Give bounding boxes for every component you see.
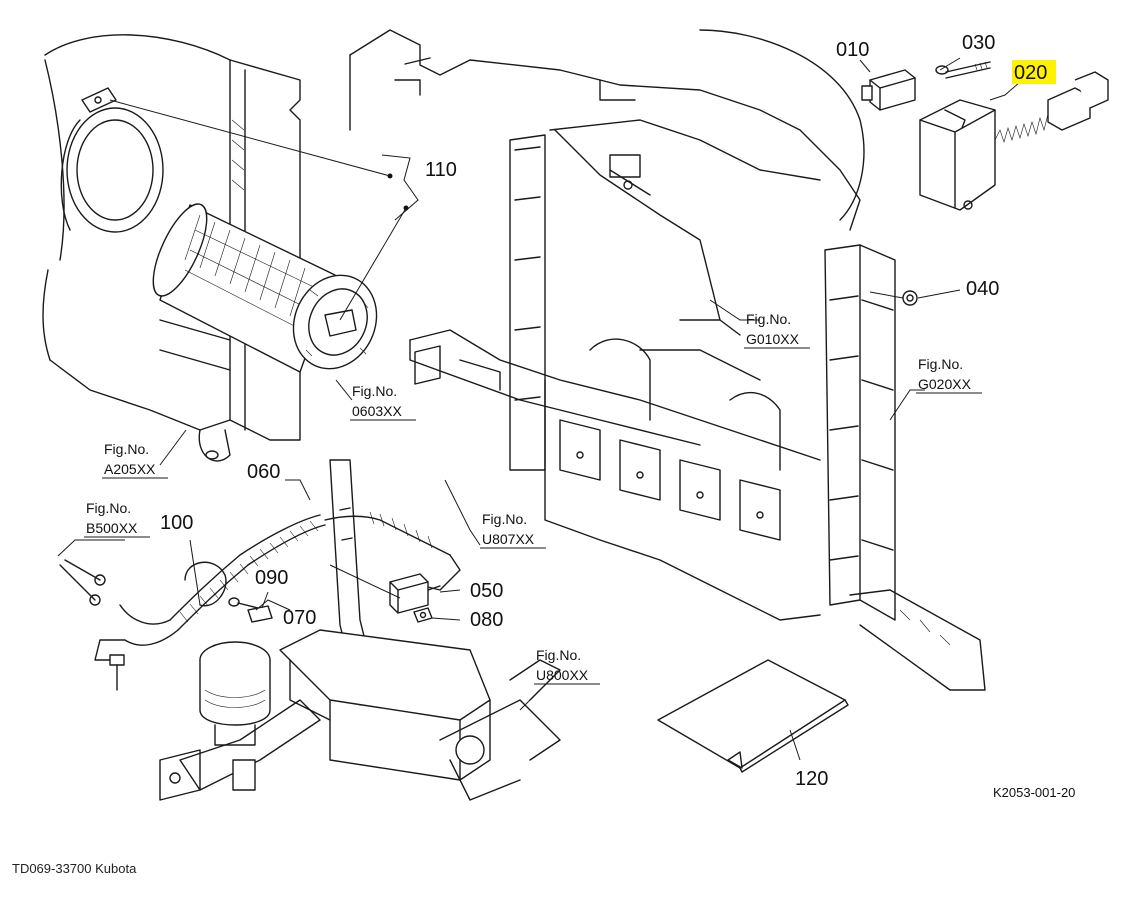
part-120-manual <box>657 659 849 773</box>
part-090-bolt <box>228 597 259 609</box>
figref-b500: Fig.No. B500XX <box>84 500 150 538</box>
svg-text:G010XX: G010XX <box>746 331 800 347</box>
part-070-plate <box>247 605 273 623</box>
part-020-controller <box>919 71 1109 211</box>
callout-040: 040 <box>966 278 999 300</box>
part-010-switch <box>861 69 916 111</box>
part-050-switch <box>389 573 441 614</box>
callout-060: 060 <box>247 461 280 483</box>
footer-caption: TD069-33700 Kubota <box>12 861 137 876</box>
pedal-assembly <box>159 459 561 801</box>
air-cleaner-housing <box>42 34 301 462</box>
svg-text:U800XX: U800XX <box>536 667 589 683</box>
callout-110: 110 <box>425 159 457 181</box>
callout-090: 090 <box>255 567 288 589</box>
figref-g010: Fig.No. G010XX <box>744 311 810 349</box>
callout-030: 030 <box>962 32 995 54</box>
svg-text:G020XX: G020XX <box>918 376 972 392</box>
callout-070: 070 <box>283 607 316 629</box>
svg-text:Fig.No.: Fig.No. <box>104 441 149 457</box>
air-filter-element <box>152 203 378 373</box>
figref-0603: Fig.No. 0603XX <box>350 383 416 421</box>
part-030-bolt <box>935 61 991 79</box>
part-040-nut <box>902 290 918 306</box>
callout-050: 050 <box>470 580 503 602</box>
drawing-code: K2053-001-20 <box>993 785 1075 800</box>
svg-text:0603XX: 0603XX <box>352 403 402 419</box>
svg-text:Fig.No.: Fig.No. <box>86 500 131 516</box>
main-frame <box>349 29 986 691</box>
svg-text:Fig.No.: Fig.No. <box>918 356 963 372</box>
svg-text:Fig.No.: Fig.No. <box>482 511 527 527</box>
svg-text:U807XX: U807XX <box>482 531 535 547</box>
part-100-wire <box>184 561 227 607</box>
callout-120: 120 <box>795 768 828 790</box>
part-060-harness <box>59 511 461 691</box>
svg-text:B500XX: B500XX <box>86 520 138 536</box>
callout-100: 100 <box>160 512 193 534</box>
svg-text:Fig.No.: Fig.No. <box>746 311 791 327</box>
figref-g020: Fig.No. G020XX <box>916 356 982 394</box>
svg-text:Fig.No.: Fig.No. <box>352 383 397 399</box>
leader-lines <box>57 57 961 761</box>
svg-text:Fig.No.: Fig.No. <box>536 647 581 663</box>
svg-text:A205XX: A205XX <box>104 461 156 477</box>
figref-u807: Fig.No. U807XX <box>480 511 546 549</box>
callout-010: 010 <box>836 39 869 61</box>
figref-a205: Fig.No. A205XX <box>102 441 168 479</box>
figref-u800: Fig.No. U800XX <box>534 647 600 685</box>
part-080-clip <box>413 607 433 623</box>
callout-020: 020 <box>1014 62 1047 84</box>
highlight-020 <box>1012 60 1056 84</box>
callout-080: 080 <box>470 609 503 631</box>
